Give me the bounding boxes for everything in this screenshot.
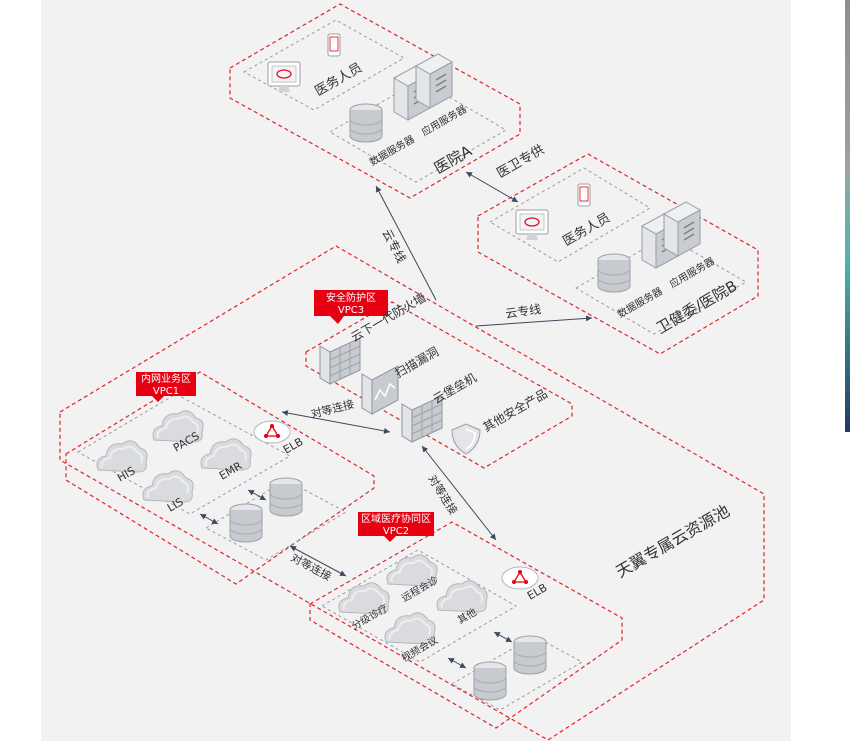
peering-label-2: 对等连接 [425, 472, 460, 517]
hospital-a-title: 医院A [431, 141, 476, 177]
scan-icon [361, 365, 399, 415]
database-icon [269, 477, 303, 517]
hospital-b-app-server-label: 应用服务器 [667, 254, 717, 290]
hospital-b-zone: 医务人员 数据服务器 应用服务器 卫健委/医院B [477, 153, 759, 355]
database-icon [473, 661, 507, 701]
hospital-a-staff-label: 医务人员 [312, 60, 365, 100]
vpc2-tag-id: VPC2 [383, 526, 409, 537]
phone-icon [327, 33, 341, 57]
vpc1-tag-id: VPC1 [153, 386, 179, 397]
cloud-icon [96, 439, 149, 473]
vpc1-tag-title: 内网业务区 [141, 372, 191, 385]
peering-label-1: 对等连接 [309, 397, 355, 421]
server-icon [415, 53, 453, 109]
vpc3-tag-title: 安全防护区 [326, 291, 376, 304]
database-icon [513, 635, 547, 675]
dedicated-link-label: 医卫专供 [495, 142, 548, 181]
vpc2-tag-title: 区域医疗协同区 [361, 512, 431, 525]
hospital-b-title: 卫健委/医院B [653, 277, 740, 338]
peering-label-3: 对等连接 [289, 550, 334, 583]
vpc3-item-scan: 扫描漏洞 [393, 344, 442, 380]
monitor-icon [267, 61, 301, 93]
server-icon [663, 201, 701, 257]
cloud-line-label-1: 云专线 [379, 226, 409, 265]
elb-icon [501, 566, 539, 590]
right-edge-strip [845, 0, 850, 432]
elb-icon [253, 420, 291, 444]
vpc3-item-other: 其他安全产品 [480, 386, 550, 435]
phone-icon [577, 183, 591, 207]
database-icon [597, 253, 631, 293]
pool-title: 天翼专属云资源池 [613, 501, 733, 581]
shield-icon [451, 423, 481, 455]
monitor-icon [515, 209, 549, 241]
database-icon [229, 503, 263, 543]
hospital-b-staff-label: 医务人员 [560, 210, 613, 250]
vpc3-tag [314, 290, 388, 316]
left-gutter [0, 0, 11, 741]
vpc3-item-bastion: 云堡垒机 [430, 370, 479, 407]
cloud-line-label-2: 云专线 [504, 301, 542, 321]
database-icon [349, 103, 383, 143]
firewall-icon [319, 337, 361, 385]
vpc2-tag [358, 512, 434, 536]
vpc1-tag [136, 372, 196, 396]
hospital-a-zone: 医务人员 数据服务器 应用服务器 医院A [229, 3, 521, 199]
vpc3-tag-id: VPC3 [338, 305, 364, 316]
vpc2-zone: 区域医疗协同区 VPC2 分级诊疗 远程会诊 其他 视频会议 ELB [309, 512, 623, 729]
cloud-icon [142, 469, 195, 503]
